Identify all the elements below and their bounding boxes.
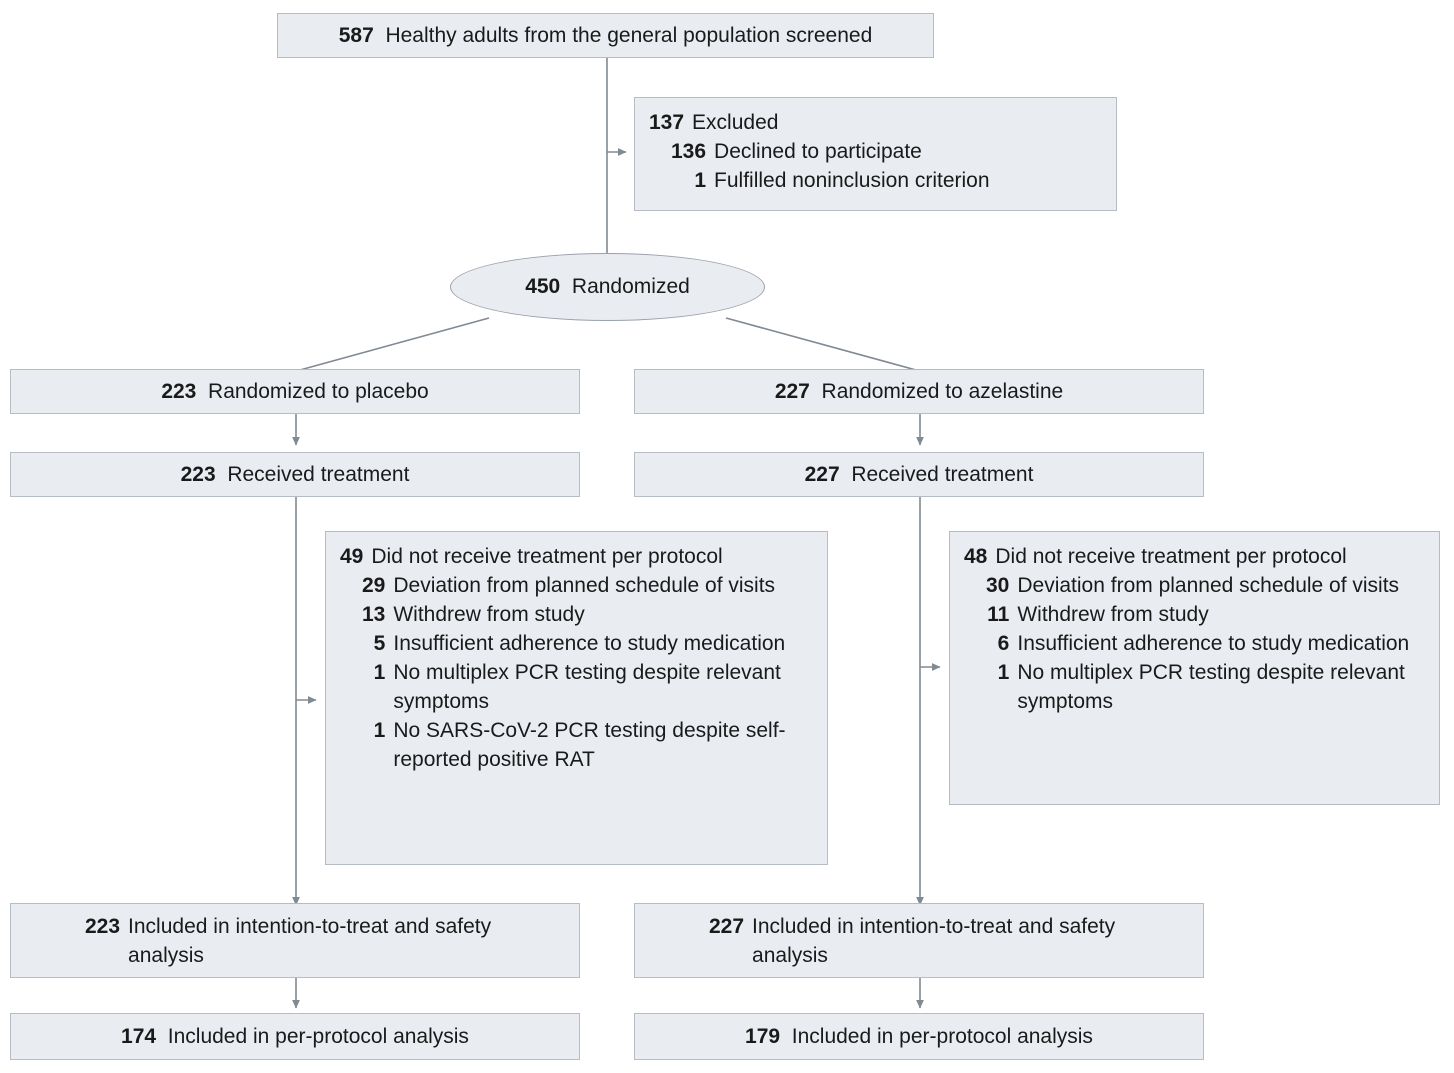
- per-protocol-text: 179 Included in per-protocol analysis: [745, 1022, 1093, 1051]
- excluded-items: 137 Excluded: [649, 108, 1102, 137]
- randomized-count: 450: [525, 275, 561, 298]
- allocation-text: 227 Randomized to azelastine: [775, 377, 1063, 406]
- excluded-box: 137 Excluded 136 Declined to participate…: [634, 97, 1117, 211]
- deviation-reason-label: Insufficient adherence to study medicati…: [1017, 632, 1410, 655]
- itt-count: 227: [709, 914, 745, 938]
- deviation-reason-label: No multiplex PCR testing despite relevan…: [393, 661, 781, 713]
- allocation-box-placebo: 223 Randomized to placebo: [10, 369, 580, 414]
- allocation-text: 223 Randomized to placebo: [161, 377, 428, 406]
- per-protocol-box-placebo: 174 Included in per-protocol analysis: [10, 1013, 580, 1060]
- excluded-reason-count: 136: [671, 140, 707, 163]
- deviation-reason-label: Insufficient adherence to study medicati…: [393, 632, 786, 655]
- per-protocol-label: Included in per-protocol analysis: [167, 1025, 469, 1048]
- deviation-count: 49: [340, 545, 364, 568]
- excluded-reason-count: 1: [694, 169, 707, 192]
- allocation-count: 227: [774, 380, 810, 403]
- deviation-reason-count: 11: [987, 603, 1010, 626]
- allocation-box-azelastine: 227 Randomized to azelastine: [634, 369, 1204, 414]
- deviation-reason-list: 29 Deviation from planned schedule of vi…: [340, 571, 813, 774]
- deviation-reason-label: Withdrew from study: [393, 603, 585, 626]
- deviation-reason-label: Deviation from planned schedule of visit…: [393, 574, 776, 597]
- screened-count: 587: [338, 24, 374, 47]
- itt-label: Included in intention-to-treat and safet…: [128, 914, 492, 967]
- screened-box: 587 Healthy adults from the general popu…: [277, 13, 934, 58]
- protocol-deviation-box-azelastine: 48 Did not receive treatment per protoco…: [949, 531, 1440, 805]
- deviation-count: 48: [964, 545, 988, 568]
- excluded-reason-label: Fulfilled noninclusion criterion: [714, 169, 990, 192]
- received-label: Received treatment: [227, 463, 410, 486]
- per-protocol-label: Included in per-protocol analysis: [791, 1025, 1093, 1048]
- randomized-text: 450 Randomized: [525, 274, 690, 300]
- deviation-reason-count: 29: [362, 574, 386, 597]
- received-count: 227: [804, 463, 840, 486]
- deviation-reason-label: Deviation from planned schedule of visit…: [1017, 574, 1400, 597]
- deviation-reason-label: Withdrew from study: [1017, 603, 1209, 626]
- itt-box-azelastine: 227 Included in intention-to-treat and s…: [634, 903, 1204, 978]
- received-count: 223: [180, 463, 216, 486]
- randomized-label: Randomized: [571, 275, 690, 298]
- per-protocol-text: 174 Included in per-protocol analysis: [121, 1022, 469, 1051]
- received-label: Received treatment: [851, 463, 1034, 486]
- deviation-label: Did not receive treatment per protocol: [995, 545, 1347, 568]
- per-protocol-count: 174: [121, 1025, 157, 1048]
- deviation-reason-count: 5: [373, 632, 386, 655]
- excluded-reason-label: Declined to participate: [714, 140, 922, 163]
- deviation-header: 49 Did not receive treatment per protoco…: [340, 542, 813, 571]
- received-text: 223 Received treatment: [181, 460, 410, 489]
- randomized-node: 450 Randomized: [450, 253, 765, 321]
- deviation-reason-count: 1: [373, 719, 386, 742]
- deviation-reason-list: 30 Deviation from planned schedule of vi…: [964, 571, 1425, 716]
- per-protocol-count: 179: [745, 1025, 781, 1048]
- itt-count: 223: [85, 914, 121, 938]
- deviation-reason-count: 6: [997, 632, 1010, 655]
- excluded-label: Excluded: [692, 111, 779, 134]
- received-text: 227 Received treatment: [805, 460, 1034, 489]
- received-box-azelastine: 227 Received treatment: [634, 452, 1204, 497]
- excluded-reason-list: 136 Declined to participate 1 Fulfilled …: [649, 137, 1102, 195]
- deviation-reason-label: No SARS-CoV-2 PCR testing despite self-r…: [393, 719, 786, 771]
- received-box-placebo: 223 Received treatment: [10, 452, 580, 497]
- deviation-reason-count: 30: [986, 574, 1010, 597]
- deviation-label: Did not receive treatment per protocol: [371, 545, 723, 568]
- itt-items: 227 Included in intention-to-treat and s…: [709, 912, 1129, 970]
- itt-items: 223 Included in intention-to-treat and s…: [85, 912, 505, 970]
- screened-text: 587 Healthy adults from the general popu…: [339, 21, 873, 50]
- itt-label: Included in intention-to-treat and safet…: [752, 914, 1116, 967]
- deviation-header: 48 Did not receive treatment per protoco…: [964, 542, 1425, 571]
- allocation-label: Randomized to placebo: [208, 380, 429, 403]
- allocation-label: Randomized to azelastine: [821, 380, 1064, 403]
- screened-label: Healthy adults from the general populati…: [385, 24, 873, 47]
- itt-box-placebo: 223 Included in intention-to-treat and s…: [10, 903, 580, 978]
- protocol-deviation-box-placebo: 49 Did not receive treatment per protoco…: [325, 531, 828, 865]
- excluded-count: 137: [649, 111, 685, 134]
- deviation-reason-label: No multiplex PCR testing despite relevan…: [1017, 661, 1405, 713]
- deviation-reason-count: 13: [362, 603, 386, 626]
- deviation-reason-count: 1: [997, 661, 1010, 684]
- per-protocol-box-azelastine: 179 Included in per-protocol analysis: [634, 1013, 1204, 1060]
- deviation-reason-count: 1: [373, 661, 386, 684]
- allocation-count: 223: [161, 380, 197, 403]
